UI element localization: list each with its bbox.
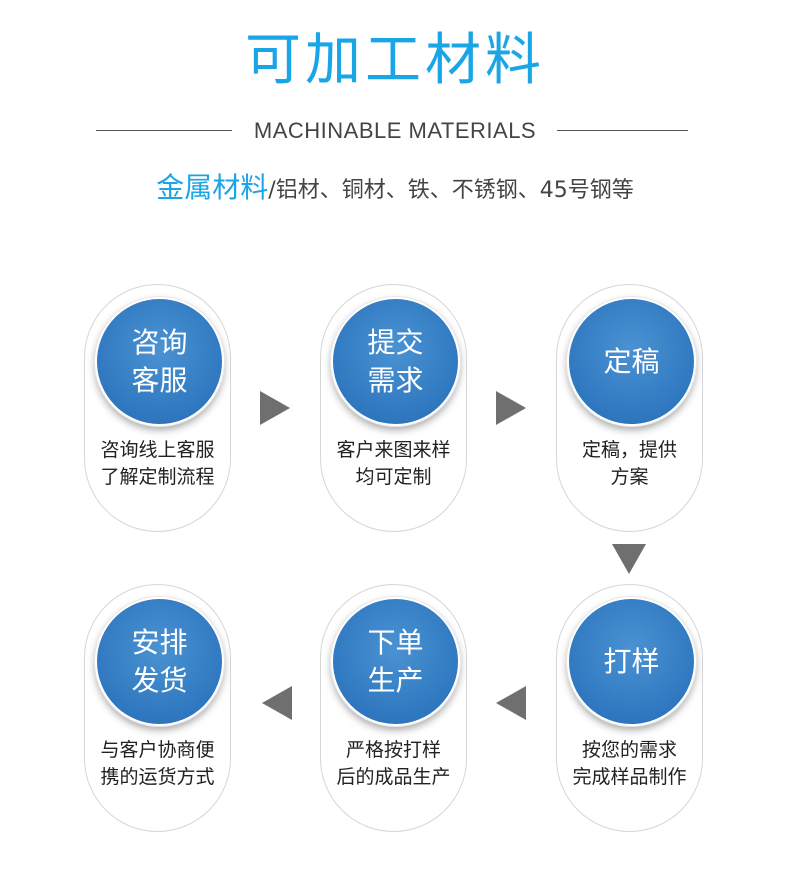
step-circle: 下单 生产 <box>331 597 460 726</box>
step-desc-line2: 携的运货方式 <box>100 766 215 788</box>
divider-right <box>557 130 688 131</box>
step-card-submit: 提交 需求 客户来图来样 均可定制 <box>320 284 467 532</box>
step-label-line1: 咨询 <box>131 325 188 359</box>
step-circle: 提交 需求 <box>331 297 460 426</box>
step-circle: 安排 发货 <box>95 597 224 726</box>
step-card-consult: 咨询 客服 咨询线上客服 了解定制流程 <box>84 284 231 532</box>
step-desc-line1: 咨询线上客服 <box>100 439 215 461</box>
step-card-ship: 安排 发货 与客户协商便 携的运货方式 <box>84 584 231 832</box>
step-description: 定稿，提供 方案 <box>557 437 702 491</box>
subtitle-row: MACHINABLE MATERIALS <box>0 116 790 146</box>
step-desc-line2: 方案 <box>610 466 649 488</box>
step-desc-line2: 完成样品制作 <box>572 766 687 788</box>
step-desc-line1: 与客户协商便 <box>100 739 215 761</box>
step-description: 按您的需求 完成样品制作 <box>557 737 702 791</box>
step-description: 客户来图来样 均可定制 <box>321 437 466 491</box>
step-desc-line1: 按您的需求 <box>581 739 677 761</box>
step-label-line2: 生产 <box>367 663 424 697</box>
materials-line: 金属材料/铝材、铜材、铁、不锈钢、45号钢等 <box>0 170 790 210</box>
arrow-left-icon <box>262 686 292 720</box>
step-desc-line1: 定稿，提供 <box>581 439 677 461</box>
page-title: 可加工材料 <box>245 28 545 93</box>
step-circle: 咨询 客服 <box>95 297 224 426</box>
step-circle: 打样 <box>567 597 696 726</box>
step-label-line1: 安排 <box>131 625 188 659</box>
step-label-line1: 定稿 <box>603 344 660 378</box>
step-description: 咨询线上客服 了解定制流程 <box>85 437 230 491</box>
step-desc-line2: 均可定制 <box>355 466 432 488</box>
step-label-line1: 提交 <box>367 325 424 359</box>
step-description: 严格按打样 后的成品生产 <box>321 737 466 791</box>
divider-left <box>96 130 232 131</box>
step-label-line2: 需求 <box>367 363 424 397</box>
materials-list: /铝材、铜材、铁、不锈钢、45号钢等 <box>268 178 634 203</box>
step-desc-line2: 后的成品生产 <box>336 766 451 788</box>
step-card-order: 下单 生产 严格按打样 后的成品生产 <box>320 584 467 832</box>
step-desc-line2: 了解定制流程 <box>100 466 215 488</box>
step-card-finalize: 定稿 定稿，提供 方案 <box>556 284 703 532</box>
arrow-down-icon <box>612 544 646 574</box>
step-label-line2: 发货 <box>131 663 188 697</box>
step-desc-line1: 客户来图来样 <box>336 439 451 461</box>
step-label-line2: 客服 <box>131 363 188 397</box>
step-label-line1: 下单 <box>367 625 424 659</box>
step-card-sample: 打样 按您的需求 完成样品制作 <box>556 584 703 832</box>
arrow-left-icon <box>496 686 526 720</box>
step-desc-line1: 严格按打样 <box>345 739 441 761</box>
materials-highlight: 金属材料 <box>156 171 269 204</box>
arrow-right-icon <box>496 391 526 425</box>
step-description: 与客户协商便 携的运货方式 <box>85 737 230 791</box>
page-subtitle: MACHINABLE MATERIALS <box>253 118 537 143</box>
step-circle: 定稿 <box>567 297 696 426</box>
arrow-right-icon <box>260 391 290 425</box>
step-label-line1: 打样 <box>603 644 660 678</box>
